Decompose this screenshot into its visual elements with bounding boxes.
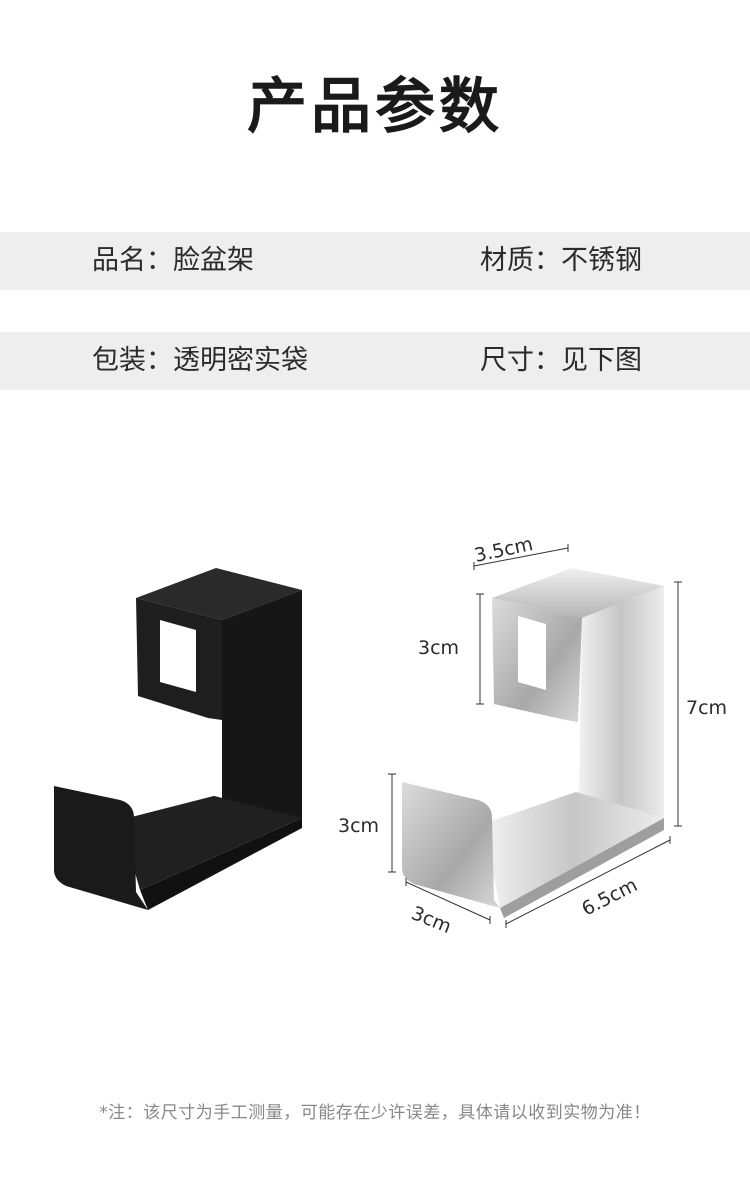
black-rack-image (54, 568, 302, 910)
spec-material: 材质：不锈钢 (480, 245, 642, 276)
dim-base-depth: 6.5cm (578, 874, 641, 920)
spec-packaging: 包装：透明密实袋 (92, 345, 308, 376)
dim-lip-height: 3cm (338, 815, 379, 837)
product-figure: 3.5cm 3cm 7cm 3cm 3cm 6.5cm (0, 500, 750, 980)
steel-rack-image (402, 568, 664, 918)
dim-hook-height: 3cm (418, 637, 459, 659)
measurement-note: *注：该尺寸为手工测量，可能存在少许误差，具体请以收到实物为准！ (99, 1103, 651, 1123)
dim-top-width: 3.5cm (472, 533, 534, 567)
spec-size: 尺寸：见下图 (480, 345, 642, 376)
spec-row-1: 品名：脸盆架 材质：不锈钢 (0, 232, 750, 290)
spec-product-name: 品名：脸盆架 (92, 245, 254, 276)
spec-row-2: 包装：透明密实袋 尺寸：见下图 (0, 332, 750, 390)
page-title: 产品参数 (247, 72, 503, 142)
dim-total-height: 7cm (686, 697, 727, 719)
dimension-lines (388, 544, 682, 928)
dim-lip-depth: 3cm (408, 902, 454, 938)
product-illustration: 3.5cm 3cm 7cm 3cm 3cm 6.5cm (54, 533, 727, 938)
